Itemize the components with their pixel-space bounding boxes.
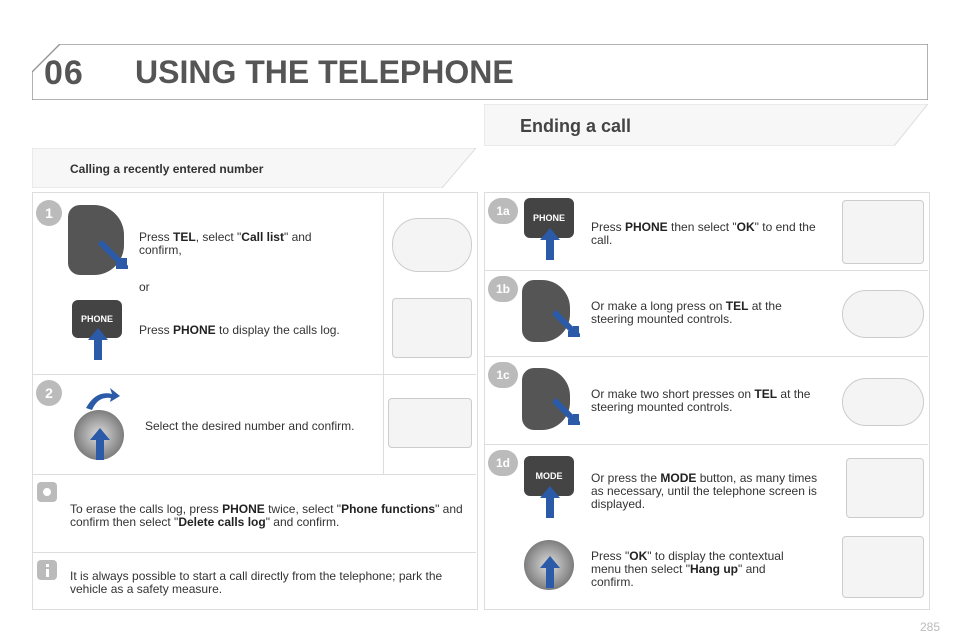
text-bold: TEL bbox=[725, 299, 749, 313]
step-badge-1: 1 bbox=[36, 200, 62, 226]
or-text: or bbox=[139, 280, 150, 294]
step1-text: Press TEL, select "Call list" and confir… bbox=[139, 231, 339, 257]
step1b-text: Or make a long press on TEL at the steer… bbox=[591, 300, 811, 326]
step-divider bbox=[32, 552, 476, 553]
step-divider bbox=[484, 270, 928, 271]
step-badge-1a: 1a bbox=[488, 198, 518, 224]
rotate-arrow-icon bbox=[86, 388, 120, 410]
text-span: Press bbox=[139, 323, 174, 337]
steering-control-image-1 bbox=[68, 205, 124, 275]
text-bold: PHONE bbox=[625, 220, 668, 234]
text-span: Or press the bbox=[591, 471, 661, 485]
text-bold: Call list bbox=[241, 230, 284, 244]
text-span: at the steering mounted controls. bbox=[591, 387, 811, 414]
radio-unit-thumb bbox=[846, 458, 924, 518]
text-span: , select " bbox=[195, 230, 242, 244]
left-title-panel bbox=[31, 147, 478, 189]
text-span: Or make a long press on bbox=[591, 299, 726, 313]
radio-unit-thumb bbox=[842, 536, 924, 598]
step-badge-1d: 1d bbox=[488, 450, 518, 476]
text-bold: Hang up bbox=[689, 562, 738, 576]
radio-unit-thumb bbox=[392, 298, 472, 358]
arrow-icon bbox=[552, 398, 580, 425]
text-span: Press bbox=[139, 230, 174, 244]
arrow-up-icon bbox=[540, 228, 560, 260]
step-badge-1b: 1b bbox=[488, 276, 518, 302]
text-span: " and confirm. bbox=[591, 562, 766, 589]
step-divider bbox=[484, 444, 928, 445]
page-title: USING THE TELEPHONE bbox=[135, 54, 514, 90]
step1c-text: Or make two short presses on TEL at the … bbox=[591, 388, 811, 414]
page-number: 285 bbox=[919, 620, 940, 634]
step1d-text: Or press the MODE button, as many times … bbox=[591, 472, 821, 511]
info-text: It is always possible to start a call di… bbox=[70, 569, 443, 596]
arrow-up-icon bbox=[90, 428, 110, 460]
left-section-title: Calling a recently entered number bbox=[70, 162, 264, 176]
text-span: at the steering mounted controls. bbox=[591, 299, 782, 326]
text-span: " and confirm then select " bbox=[70, 502, 463, 529]
step-divider bbox=[32, 474, 476, 475]
text-span: twice, select " bbox=[264, 502, 342, 516]
step1d-ok-text: Press "OK" to display the contextual men… bbox=[591, 550, 811, 589]
step-badge-2: 2 bbox=[36, 380, 62, 406]
text-span: Or make two short presses on bbox=[591, 387, 755, 401]
text-span: " to display the contextual menu then se… bbox=[591, 549, 784, 576]
text-span: Press bbox=[591, 220, 626, 234]
text-span: Press " bbox=[591, 549, 630, 563]
text-bold: OK bbox=[629, 549, 648, 563]
arrow-up-icon bbox=[88, 328, 108, 360]
radio-unit-thumb bbox=[842, 200, 924, 264]
right-section-title: Ending a call bbox=[520, 116, 632, 136]
text-span: " and confirm. bbox=[265, 515, 340, 529]
arrow-up-icon bbox=[540, 556, 560, 588]
text-span: To erase the calls log, press bbox=[70, 502, 223, 516]
right-title-panel bbox=[483, 103, 930, 147]
step1a-text: Press PHONE then select "OK" to end the … bbox=[591, 221, 821, 247]
step1-phone-text: Press PHONE to display the calls log. bbox=[139, 324, 369, 337]
step-badge-1c: 1c bbox=[488, 362, 518, 388]
radio-unit-thumb bbox=[388, 398, 472, 448]
step-divider bbox=[32, 374, 476, 375]
tip-text: To erase the calls log, press PHONE twic… bbox=[70, 503, 465, 529]
steering-control-image bbox=[522, 280, 570, 342]
tip-sun-icon bbox=[37, 482, 57, 502]
text-bold: Delete calls log bbox=[178, 515, 266, 529]
steering-control-thumb bbox=[842, 290, 924, 338]
arrow-icon bbox=[98, 240, 128, 269]
header-bar bbox=[31, 43, 929, 101]
text-span: " to end the call. bbox=[591, 220, 816, 247]
text-bold: Phone functions bbox=[341, 502, 436, 516]
steering-control-image bbox=[522, 368, 570, 430]
text-span: " and confirm, bbox=[139, 230, 312, 257]
info-icon bbox=[37, 560, 57, 580]
arrow-icon bbox=[552, 310, 580, 337]
text-span: to display the calls log. bbox=[215, 323, 340, 337]
column-divider bbox=[383, 192, 384, 474]
text-bold: PHONE bbox=[222, 502, 265, 516]
text-bold: TEL bbox=[754, 387, 778, 401]
chapter-number: 06 bbox=[44, 54, 84, 92]
steering-control-thumb bbox=[842, 378, 924, 426]
step2-text: Select the desired number and confirm. bbox=[145, 419, 355, 433]
step-divider bbox=[484, 356, 928, 357]
text-bold: MODE bbox=[660, 471, 697, 485]
text-bold: PHONE bbox=[173, 323, 216, 337]
text-bold: TEL bbox=[173, 230, 196, 244]
text-span: button, as many times as necessary, unti… bbox=[591, 471, 818, 511]
text-bold: OK bbox=[736, 220, 755, 234]
steering-control-thumb bbox=[392, 218, 472, 272]
text-span: then select " bbox=[667, 220, 737, 234]
arrow-up-icon bbox=[540, 486, 560, 518]
